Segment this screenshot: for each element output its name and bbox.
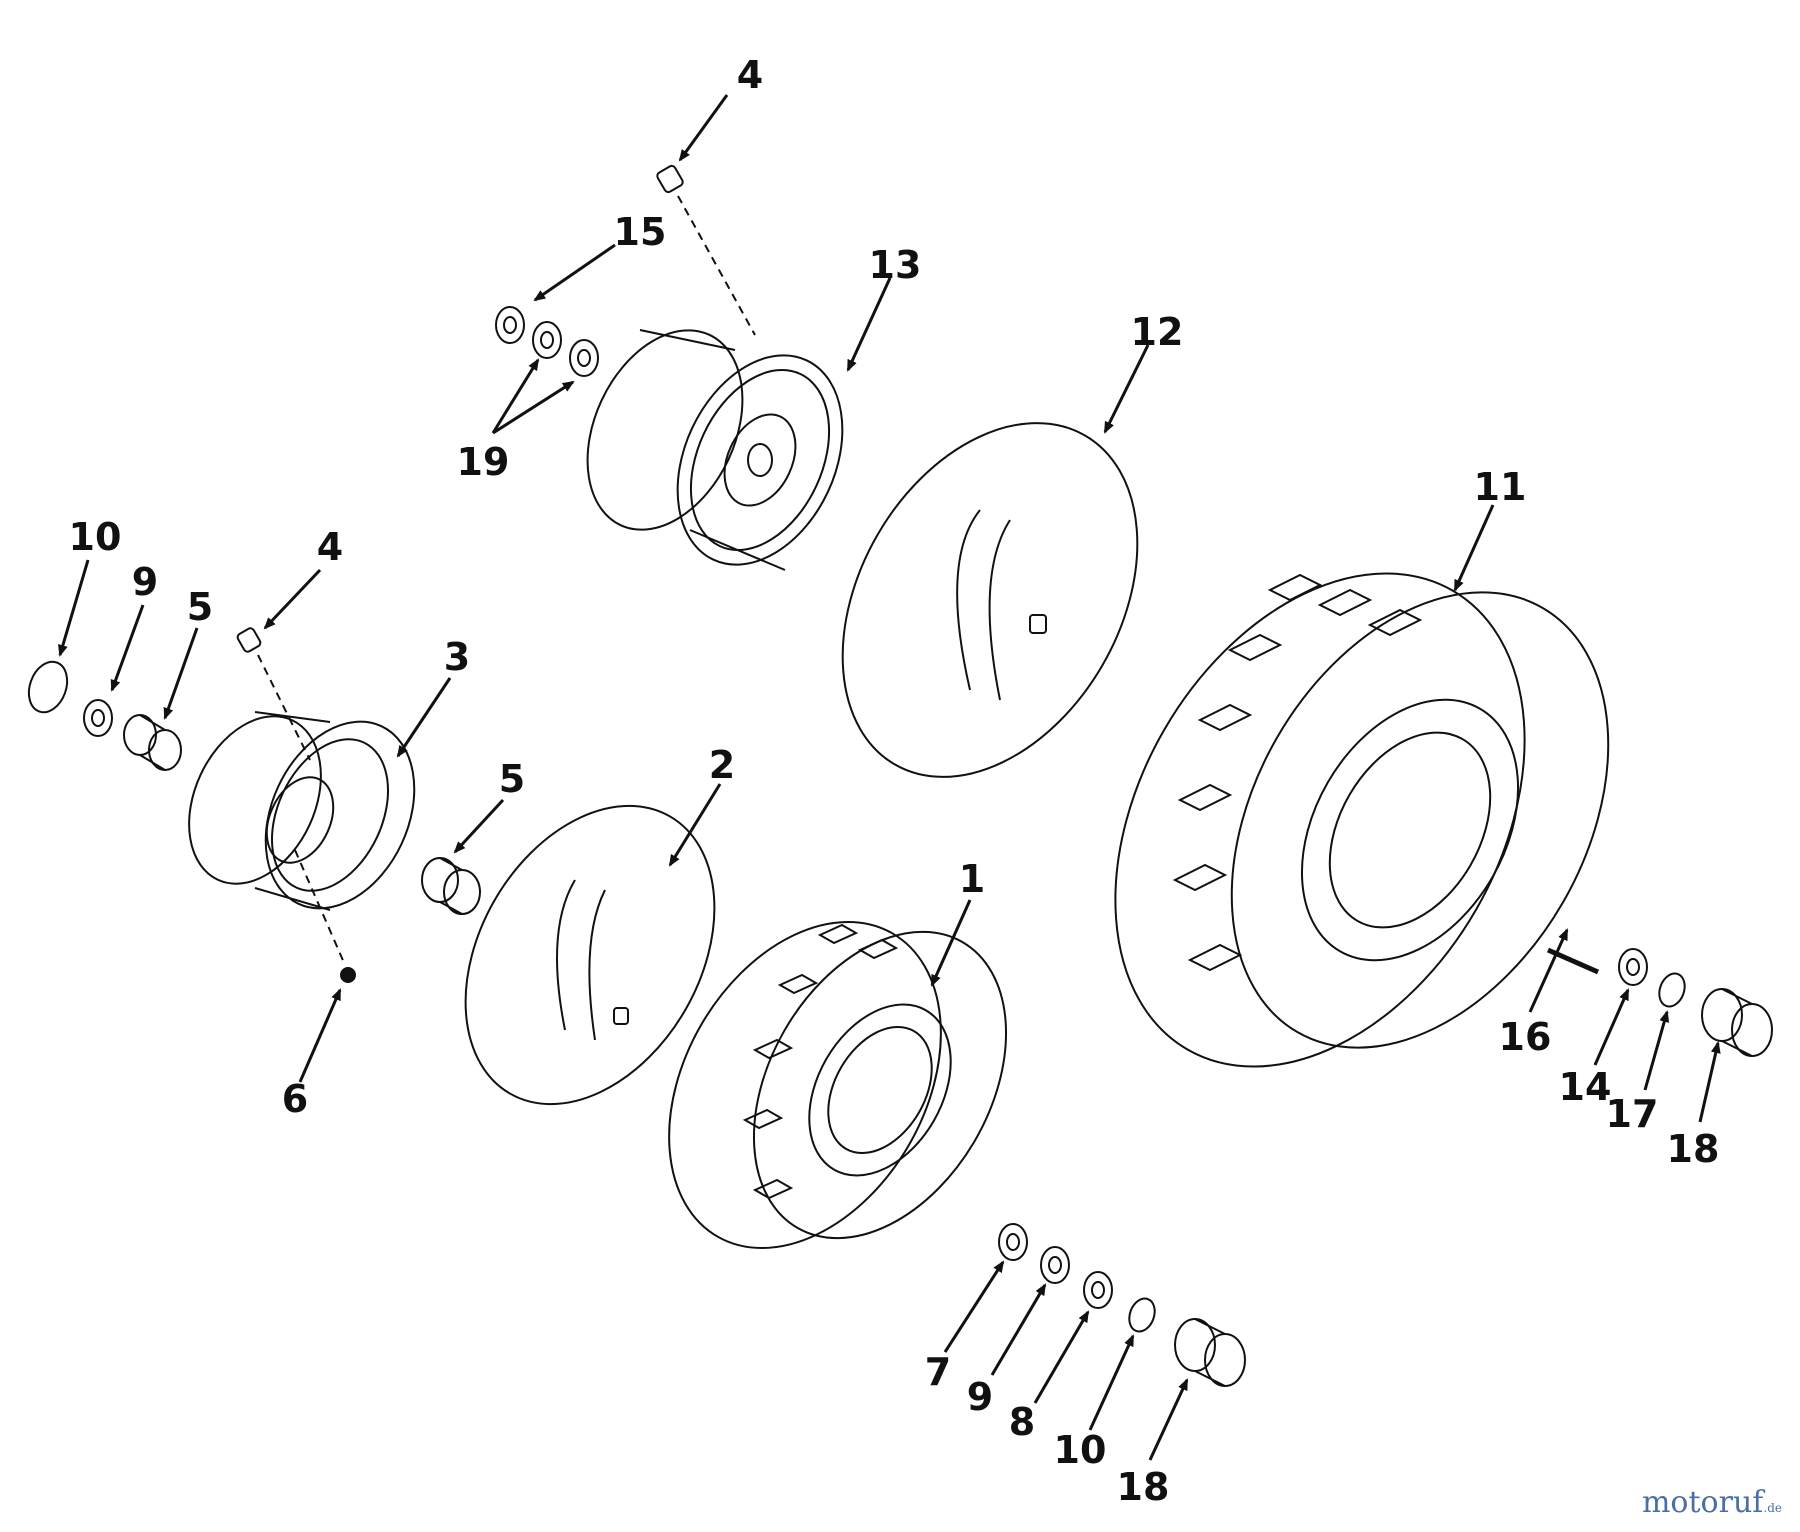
leader-15 (533, 243, 616, 302)
leader-4-upper (678, 94, 729, 162)
callout-9-lower: 9 (967, 1375, 993, 1419)
callout-5-left: 5 (187, 585, 213, 629)
watermark: motoruf.de (1642, 1485, 1782, 1520)
leader-19-b (492, 380, 575, 435)
callout-10-left: 10 (69, 515, 122, 559)
leader-6 (298, 988, 342, 1083)
washer-14 (1618, 948, 1648, 986)
callout-4-lower: 4 (317, 525, 343, 569)
hub-cap-18-right (1701, 988, 1773, 1057)
leader-7 (943, 1260, 1005, 1353)
washers-15-19 (495, 306, 599, 377)
rim-13 (586, 329, 844, 571)
leader-18-lower (1148, 1378, 1189, 1461)
tube-12 (841, 422, 1139, 778)
tire-11 (1114, 572, 1610, 1068)
snap-ring-10-left (27, 660, 69, 714)
callout-3: 3 (444, 635, 470, 679)
leader-10-left (58, 559, 90, 657)
watermark-brand: motoruf (1641, 1485, 1764, 1520)
snap-ring-17 (1658, 972, 1686, 1008)
leader-3 (396, 677, 452, 758)
bushing-5-left (123, 714, 182, 771)
leader-12 (1103, 344, 1150, 434)
leader-9-left (110, 604, 145, 692)
tube-2 (464, 804, 716, 1106)
leader-5-center (453, 798, 505, 854)
washer-8 (1083, 1271, 1113, 1309)
callout-4-upper: 4 (737, 53, 763, 97)
leader-19-a (491, 358, 540, 434)
leader-1 (930, 899, 972, 987)
valve-stem-4-lower (236, 627, 311, 761)
callout-11: 11 (1474, 465, 1527, 509)
leader-13 (846, 277, 892, 372)
callout-16: 16 (1499, 1015, 1552, 1059)
callout-18-right: 18 (1667, 1127, 1720, 1171)
screw-6 (294, 849, 356, 983)
callout-9-left: 9 (132, 560, 158, 604)
callout-14: 14 (1559, 1065, 1612, 1109)
snap-ring-10-lower (1128, 1297, 1156, 1333)
callout-15: 15 (614, 210, 667, 254)
leader-18-right (1698, 1041, 1721, 1123)
leader-17 (1643, 1010, 1670, 1091)
callout-10-lower: 10 (1054, 1428, 1107, 1472)
callout-5-center: 5 (499, 757, 525, 801)
callout-13: 13 (869, 243, 922, 287)
washer-9-lower (1040, 1246, 1070, 1284)
leader-11 (1453, 504, 1495, 592)
valve-stem-4-upper (656, 164, 756, 336)
callout-1: 1 (959, 857, 985, 901)
leader-9-lower (990, 1283, 1047, 1376)
callout-7: 7 (925, 1350, 951, 1394)
leader-5-left (163, 627, 199, 720)
leader-2 (668, 783, 722, 867)
hub-cap-18-lower (1174, 1318, 1246, 1387)
callout-12: 12 (1131, 310, 1184, 354)
leader-8 (1033, 1310, 1090, 1404)
washer-9-left (83, 699, 113, 737)
callout-2: 2 (709, 743, 735, 787)
callout-18-lower: 18 (1117, 1465, 1170, 1509)
callout-19: 19 (457, 440, 510, 484)
watermark-suffix: .de (1763, 1501, 1782, 1515)
callout-labels: 4 15 13 19 12 11 10 9 5 4 3 5 2 1 6 7 9 … (69, 53, 1720, 1509)
leader-arrows (58, 94, 1721, 1461)
callout-17: 17 (1606, 1092, 1659, 1136)
leader-14 (1593, 988, 1630, 1066)
callout-6: 6 (282, 1077, 308, 1121)
washer-7 (998, 1223, 1028, 1261)
callout-8: 8 (1009, 1400, 1035, 1444)
bushing-5-center (421, 857, 481, 915)
leader-10-lower (1088, 1334, 1135, 1431)
tire-1 (668, 921, 1008, 1249)
rim-3 (188, 711, 416, 911)
leader-16 (1528, 928, 1569, 1013)
leader-4-lower (263, 568, 322, 630)
